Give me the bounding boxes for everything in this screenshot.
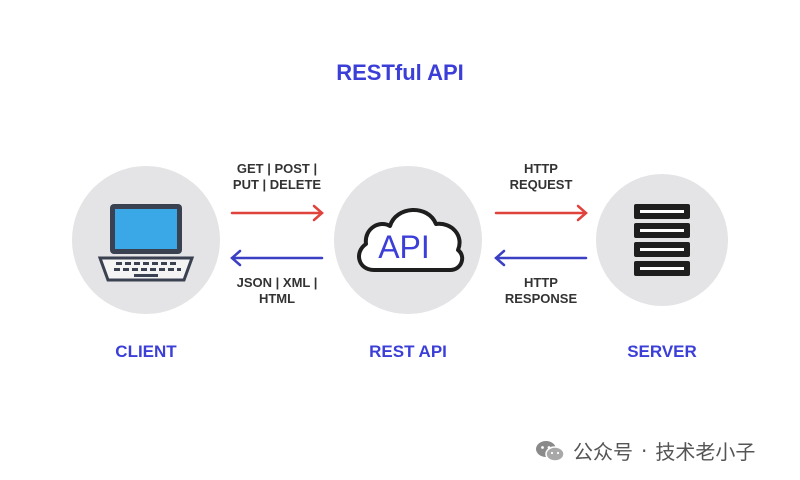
watermark-name: 技术老小子: [655, 440, 756, 464]
laptop-icon: [97, 204, 195, 282]
wechat-icon: [536, 440, 565, 462]
server-node: [596, 174, 728, 306]
api-to-server-line1: HTTP: [524, 161, 558, 176]
response-arrow-server-api: [494, 249, 588, 267]
client-node: [72, 166, 220, 314]
response-arrow-api-client: [230, 249, 324, 267]
api-to-server-label: HTTP REQUEST: [486, 161, 596, 193]
server-rack-icon: [634, 204, 690, 276]
client-to-api-line1: GET | POST |: [236, 161, 318, 176]
api-to-server-line2: REQUEST: [509, 177, 573, 192]
watermark-separator: ·: [641, 438, 648, 463]
api-to-client-label: JSON | XML | HTML: [222, 275, 332, 307]
server-to-api-label: HTTP RESPONSE: [486, 275, 596, 307]
api-to-client-line2: HTML: [258, 291, 296, 306]
client-to-api-label: GET | POST | PUT | DELETE: [222, 161, 332, 193]
server-to-api-line1: HTTP: [524, 275, 558, 290]
api-to-client-line1: JSON | XML |: [236, 275, 318, 290]
client-label: CLIENT: [115, 342, 177, 361]
request-arrow-client-api: [230, 204, 324, 222]
watermark: 公众号 · 技术老小子: [535, 436, 755, 465]
client-to-api-line2: PUT | DELETE: [232, 177, 322, 192]
cloud-icon: API: [357, 208, 465, 272]
server-to-api-line2: RESPONSE: [504, 291, 578, 306]
server-label: SERVER: [627, 342, 697, 361]
diagram-title: RESTful API: [336, 60, 464, 85]
rest-api-node: API: [334, 166, 482, 314]
request-arrow-api-server: [494, 204, 588, 222]
watermark-account: 公众号: [573, 440, 633, 464]
rest-api-label: REST API: [369, 342, 447, 361]
cloud-api-text: API: [378, 229, 430, 265]
